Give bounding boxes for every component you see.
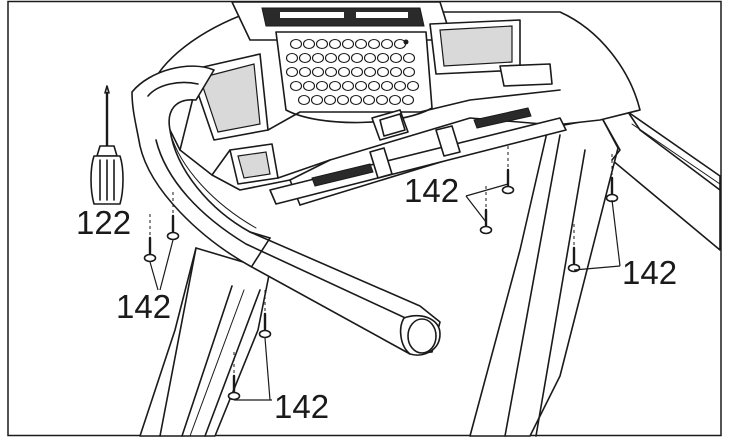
console-key	[328, 80, 342, 92]
console-key	[311, 52, 325, 64]
console-key	[311, 66, 325, 78]
screw-icon	[143, 214, 157, 263]
console-indicator-dot	[403, 39, 409, 45]
console-key	[363, 66, 377, 78]
console-key	[362, 94, 376, 106]
console-key	[367, 38, 381, 50]
console-key	[354, 80, 368, 92]
console-key	[302, 38, 316, 50]
console-key	[401, 94, 415, 106]
callout-screws-right: 142	[622, 254, 677, 291]
screw-icon	[501, 146, 515, 195]
console-key	[323, 94, 337, 106]
screw-icon	[479, 186, 493, 235]
callout-screws-left-top: 142	[116, 288, 171, 325]
console-key	[285, 52, 299, 64]
console-key	[376, 52, 390, 64]
console-keypad	[285, 38, 420, 106]
console-key	[298, 66, 312, 78]
right-upright	[469, 111, 721, 437]
screwdriver-icon	[90, 85, 124, 205]
console-key	[328, 38, 342, 50]
callout-screwdriver: 122	[76, 204, 131, 241]
console-key	[341, 38, 355, 50]
console-key	[315, 38, 329, 50]
console-key	[389, 66, 403, 78]
console-key	[341, 80, 355, 92]
console-key	[375, 94, 389, 106]
screw-icon	[258, 290, 272, 339]
console-key	[324, 52, 338, 64]
console-key	[376, 66, 390, 78]
console-key	[336, 94, 350, 106]
console-key	[380, 80, 394, 92]
console-key	[367, 80, 381, 92]
console-key	[337, 66, 351, 78]
console-key	[349, 94, 363, 106]
console-key	[402, 66, 416, 78]
console-key	[350, 66, 364, 78]
leader-lines	[149, 183, 621, 401]
console-key	[310, 94, 324, 106]
console-key	[402, 52, 416, 64]
callout-screws-center: 142	[404, 172, 459, 209]
console-key	[302, 80, 316, 92]
console-key	[285, 66, 299, 78]
console-key	[388, 94, 402, 106]
console-key	[315, 80, 329, 92]
console-key	[324, 66, 338, 78]
screw-icon	[166, 192, 180, 241]
console-key	[389, 52, 403, 64]
console-key	[289, 38, 303, 50]
callout-screws-left-bottom: 142	[274, 388, 329, 425]
console-key	[363, 52, 377, 64]
console-key	[354, 38, 368, 50]
console-key	[393, 80, 407, 92]
console-key	[289, 80, 303, 92]
console-key	[380, 38, 394, 50]
console-key	[337, 52, 351, 64]
console-key	[406, 80, 420, 92]
console-key	[297, 94, 311, 106]
console-key	[350, 52, 364, 64]
console-key	[298, 52, 312, 64]
left-handlebar	[131, 65, 441, 356]
